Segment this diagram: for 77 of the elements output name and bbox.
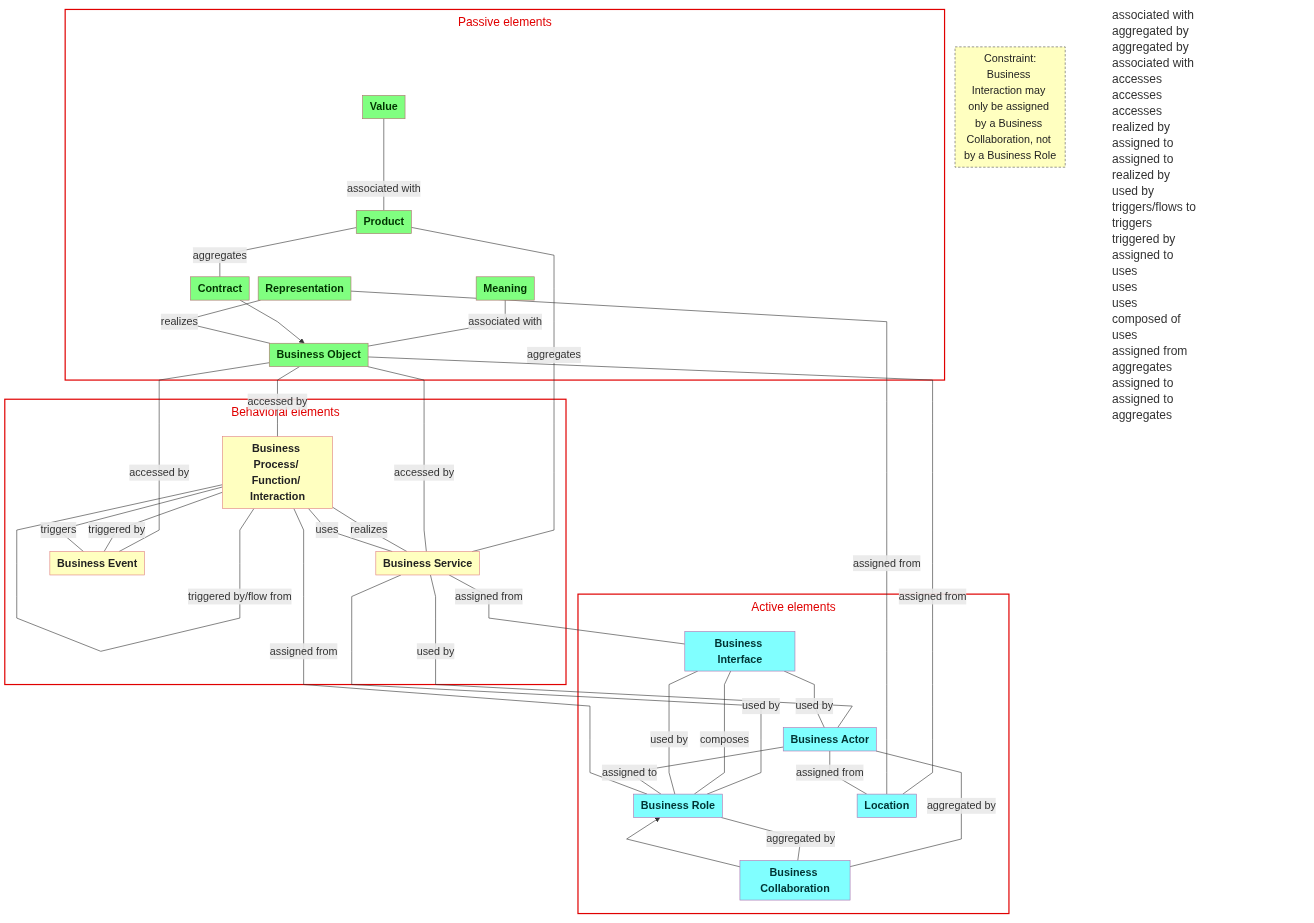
node-box: Business Service	[375, 551, 480, 576]
connector	[367, 366, 427, 552]
edge-label: triggered by	[88, 523, 146, 536]
edge-label: realizes	[160, 315, 198, 328]
edge-label: assigned from	[852, 557, 921, 569]
edge-label: used by	[650, 733, 688, 746]
role-label: triggers/flows to	[1112, 200, 1198, 214]
node-box: Business Interface	[684, 631, 796, 672]
node-box: Business Collaboration	[739, 860, 851, 901]
role-label: accesses	[1112, 72, 1164, 86]
edge-label: assigned from	[795, 766, 864, 779]
node-box: Location	[856, 793, 917, 818]
edge-label: used by	[742, 699, 780, 712]
connector	[16, 484, 255, 652]
role-label: aggregates	[1112, 408, 1174, 422]
role-label: assigned to	[1112, 248, 1175, 262]
edge-label: realizes	[350, 523, 388, 536]
edge-label: uses	[315, 523, 339, 536]
role-label: uses	[1112, 296, 1139, 310]
role-label: uses	[1112, 328, 1139, 342]
edge-label: accessed by	[394, 466, 455, 479]
edge-label: aggregated by	[766, 832, 836, 845]
node-box: Business Role	[633, 793, 723, 818]
role-label: assigned to	[1112, 376, 1175, 390]
edge-label: triggered by/flow from	[188, 590, 292, 603]
node-box: Business Event	[49, 551, 145, 576]
role-label: used by	[1112, 184, 1156, 198]
role-label: accesses	[1112, 88, 1164, 102]
role-label: triggers	[1112, 216, 1153, 230]
edge-label: aggregates	[192, 248, 247, 261]
role-label: aggregates	[1112, 360, 1174, 374]
connector	[293, 508, 648, 795]
edge-label: aggregates	[527, 348, 581, 361]
node-box: Business Object	[268, 342, 369, 367]
role-label: assigned to	[1112, 392, 1175, 406]
role-label: associated with	[1112, 56, 1196, 70]
edge-label: assigned from	[269, 645, 338, 657]
edge-label: accessed by	[129, 466, 190, 479]
node-box: Constraint: Business Interaction may only be assigned by a Business Collaboration, not by a Business Role	[954, 46, 1066, 168]
node-box: Value	[362, 95, 406, 119]
connector	[118, 362, 270, 552]
edge-label: accessed by	[247, 395, 308, 408]
role-label: assigned from	[1112, 344, 1189, 358]
edge-label: triggers	[40, 523, 77, 536]
role-label: uses	[1112, 280, 1139, 294]
connector	[351, 574, 762, 795]
role-label: aggregated by	[1112, 40, 1190, 54]
edge-label: composes	[699, 733, 750, 746]
connector	[411, 227, 555, 552]
connector	[332, 506, 408, 552]
role-label: aggregated by	[1112, 24, 1190, 38]
connector	[448, 574, 686, 645]
role-label: composed of	[1112, 312, 1182, 326]
edge-label: used by	[795, 699, 834, 712]
role-label: uses	[1112, 264, 1139, 278]
edge-label: assigned from	[898, 590, 967, 603]
role-label: realized by	[1112, 120, 1172, 134]
node-box: Product	[355, 210, 412, 234]
connector	[849, 750, 962, 867]
role-label: associated with	[1112, 8, 1196, 22]
role-label: assigned to	[1112, 152, 1175, 166]
node-box: Representation	[257, 276, 352, 301]
node-box: Contract	[190, 276, 250, 301]
role-label: realized by	[1112, 168, 1172, 182]
edge-label: assigned to	[601, 766, 658, 779]
node-box: Business Process/ Function/ Interaction	[222, 436, 333, 509]
role-label: assigned to	[1112, 136, 1175, 150]
node-box: Business Actor	[782, 727, 877, 752]
connector	[694, 670, 731, 795]
edge-label: aggregated by	[926, 799, 996, 812]
role-label: triggered by	[1112, 232, 1177, 246]
edge-label: assigned from	[455, 590, 523, 603]
edge-label: used by	[416, 645, 455, 657]
node-box: Meaning	[475, 276, 535, 301]
role-label: accesses	[1112, 104, 1164, 118]
edge-label: associated with	[346, 182, 421, 195]
edge-label: associated with	[468, 315, 543, 328]
